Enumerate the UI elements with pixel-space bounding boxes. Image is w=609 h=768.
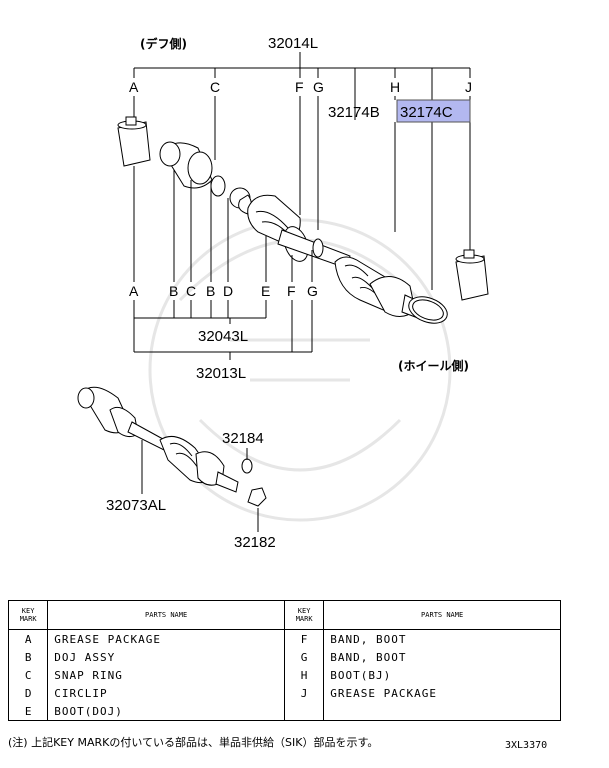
reference-code: 3XL3370	[505, 740, 548, 751]
key-cell: E	[7, 702, 49, 721]
name-cell: BAND, BOOT	[323, 629, 561, 648]
key-g-bottom: G	[307, 283, 318, 299]
part-number-32014L: 32014L	[268, 35, 318, 52]
nut-32182	[247, 487, 267, 507]
key-a-bottom: A	[129, 283, 139, 299]
footnote: (注) 上記KEY MARKの付いている部品は、単品非供給（SIK）部品を示す。	[8, 736, 379, 749]
key-cell: A	[7, 629, 49, 648]
part-number-32174C: 32174C	[400, 104, 453, 121]
key-b-bottom-2: B	[206, 283, 215, 299]
parts-name-header: PARTS NAME	[47, 600, 285, 630]
key-e-bottom: E	[261, 283, 270, 299]
diff-side-label: (デフ側)	[140, 36, 187, 51]
part-number-32013L: 32013L	[196, 365, 246, 382]
name-cell: GREASE PACKAGE	[47, 629, 285, 648]
part-number-32184: 32184	[222, 430, 264, 447]
key-cell: C	[7, 666, 49, 684]
table-row: C SNAP RING H BOOT(BJ)	[7, 666, 561, 684]
key-c-bottom: C	[186, 283, 196, 299]
inner-race	[210, 175, 226, 197]
key-cell: H	[283, 666, 325, 684]
key-d-bottom: D	[223, 283, 233, 299]
key-f-bottom: F	[287, 283, 296, 299]
name-cell: BOOT(BJ)	[323, 666, 561, 684]
table-row: B DOJ ASSY G BAND, BOOT	[7, 648, 561, 666]
key-cell: F	[283, 629, 325, 648]
part-number-32174B: 32174B	[328, 104, 380, 121]
top-key-letters: A C F G H J	[129, 79, 472, 95]
bottom-key-letters: A B C B D E F G	[129, 283, 318, 299]
washer-32184	[241, 458, 253, 474]
wheel-side-label: (ホイール側)	[398, 358, 469, 373]
table-row: E BOOT(DOJ)	[7, 702, 561, 721]
key-j-top: J	[465, 79, 472, 95]
highlight-32174C	[396, 99, 471, 123]
table-row: A GREASE PACKAGE F BAND, BOOT	[7, 629, 561, 648]
part-number-32182: 32182	[234, 534, 276, 551]
name-cell: BAND, BOOT	[323, 648, 561, 666]
grease-package-right	[455, 249, 489, 301]
doj-assy	[159, 141, 213, 189]
key-h-top: H	[390, 79, 400, 95]
parts-diagram: (デフ側) 32014L A C F G H J 32174B 32174C	[77, 35, 489, 551]
key-cell: D	[7, 684, 49, 702]
drive-shaft-assembly	[77, 386, 239, 493]
key-c-top: C	[210, 79, 220, 95]
name-cell: SNAP RING	[47, 666, 285, 684]
parts-name-header: PARTS NAME	[323, 600, 561, 630]
key-cell: J	[283, 684, 325, 702]
key-b-bottom-1: B	[169, 283, 178, 299]
boot-band-inner	[412, 299, 444, 321]
name-cell: DOJ ASSY	[47, 648, 285, 666]
name-cell: BOOT(DOJ)	[47, 702, 285, 721]
part-number-32043L: 32043L	[198, 328, 248, 345]
key-g-top: G	[313, 79, 324, 95]
bottom-leaders	[133, 166, 313, 282]
bottom-bracket	[133, 300, 313, 360]
name-cell: GREASE PACKAGE	[323, 684, 561, 702]
name-cell	[323, 702, 561, 721]
name-cell: CIRCLIP	[47, 684, 285, 702]
grease-package-left	[117, 116, 151, 167]
key-cell	[283, 702, 325, 721]
key-cell: G	[283, 648, 325, 666]
key-cell: B	[7, 648, 49, 666]
table-row: D CIRCLIP J GREASE PACKAGE	[7, 684, 561, 702]
part-number-32073AL: 32073AL	[106, 497, 166, 514]
key-a-top: A	[129, 79, 139, 95]
key-f-top: F	[295, 79, 304, 95]
